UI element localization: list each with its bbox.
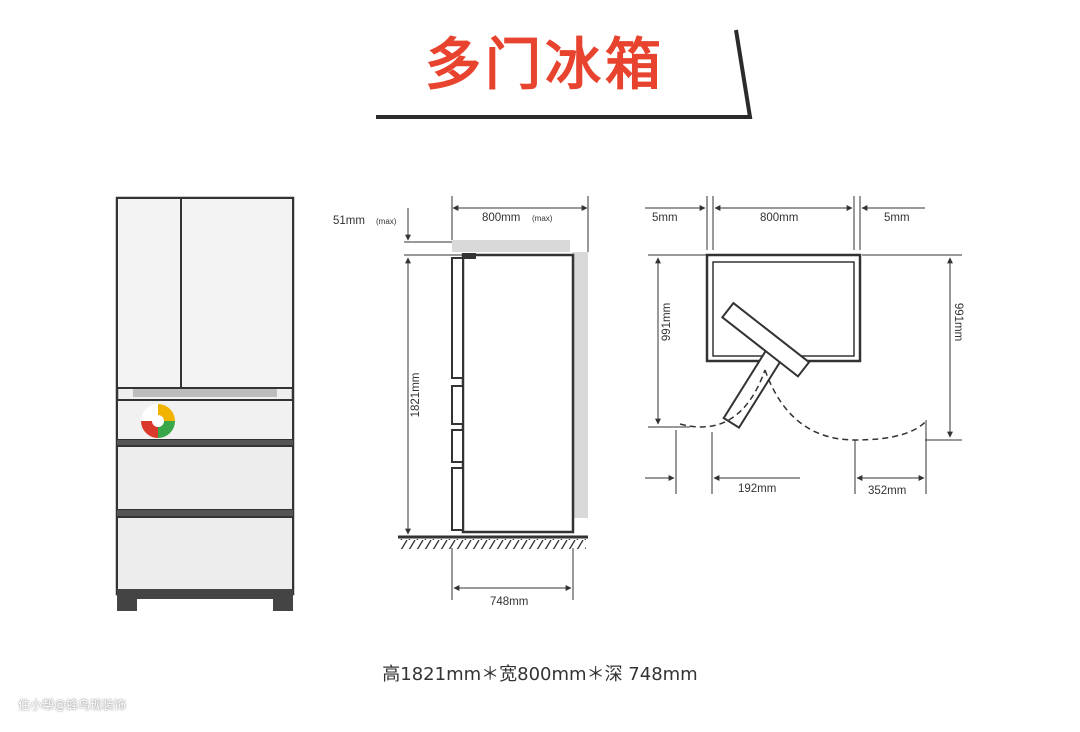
door-swing-right-label: 352mm <box>868 485 906 497</box>
height-label: 1821mm <box>410 373 422 418</box>
depth-label: 748mm <box>490 596 528 608</box>
side-width-label: 800mm <box>482 212 520 224</box>
door-swing-left-label: 192mm <box>738 483 776 495</box>
app-logo-icon <box>141 404 175 438</box>
plan-view <box>645 196 962 494</box>
plan-width-label: 800mm <box>760 212 798 224</box>
top-clearance-note: (max) <box>376 217 397 226</box>
top-clearance-label: 51mm <box>333 215 365 227</box>
side-width-note: (max) <box>532 214 553 223</box>
dimension-caption: 高1821mm＊宽800mm＊深 748mm <box>382 664 698 685</box>
page-title: 多门冰箱 <box>425 33 665 98</box>
right-gap-label: 5mm <box>884 212 910 224</box>
front-view <box>115 196 295 611</box>
plan-depth-right-label: 991mm <box>952 303 964 341</box>
watermark: 住小帮@蜂鸟现装饰 <box>18 698 127 712</box>
left-gap-label: 5mm <box>652 212 678 224</box>
plan-depth-left-label: 991mm <box>661 303 673 341</box>
side-view <box>398 196 589 600</box>
